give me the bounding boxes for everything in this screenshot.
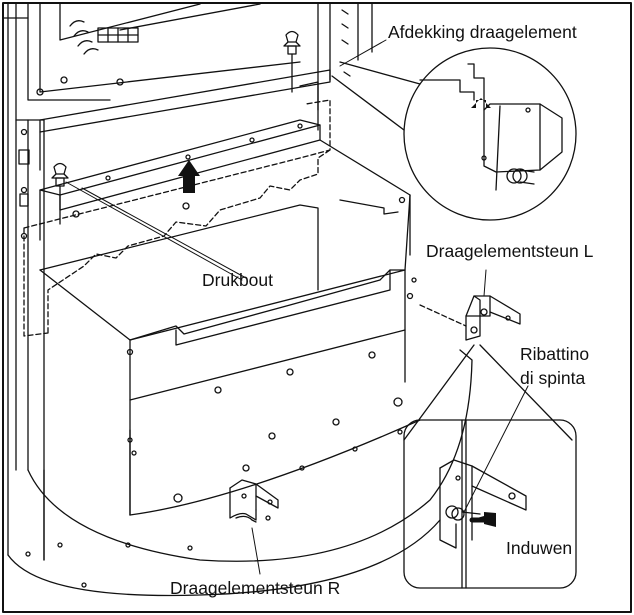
labels: Afdekking draagelement Drukbout Draagele…: [170, 22, 594, 598]
label-ribattino-1: Ribattino: [520, 344, 589, 364]
carrier-assembly: [23, 99, 417, 516]
cabinet-base: [7, 349, 473, 597]
label-afdekking: Afdekking draagelement: [388, 22, 577, 42]
label-steun-r: Draagelementsteun R: [170, 578, 340, 598]
up-arrow-icon: [178, 160, 200, 193]
label-ribattino-2: di spinta: [520, 368, 585, 388]
callout-leaders: [65, 39, 529, 575]
cabinet-structure: [3, 3, 373, 561]
label-drukbout: Drukbout: [202, 270, 273, 290]
detail-circle-cover: [331, 47, 577, 221]
bracket-l-small: [419, 295, 521, 341]
label-steun-l: Draagelementsteun L: [426, 241, 594, 261]
cover-dashed-outline: [23, 99, 331, 337]
bracket-r: [229, 479, 279, 523]
push-bolt-left: [51, 162, 69, 225]
label-induwen: Induwen: [506, 538, 572, 558]
detail-box-bracket: [403, 344, 577, 589]
up-arrow-small-icon: [471, 98, 491, 108]
push-bolt-top: [283, 30, 301, 93]
